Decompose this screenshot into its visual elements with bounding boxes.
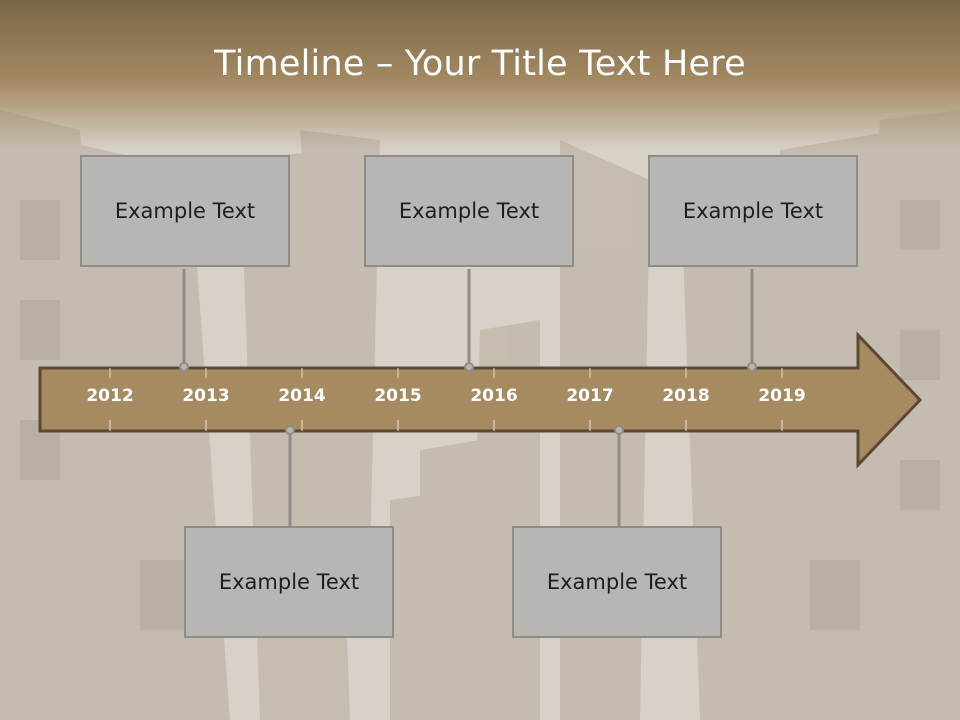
year-label: 2013 (182, 386, 230, 406)
event-box-bottom-1[interactable]: Example Text (184, 526, 394, 638)
connector-dots (179, 362, 757, 435)
event-box-top-3[interactable]: Example Text (648, 155, 858, 267)
connector-dot (464, 362, 474, 372)
year-ticks (109, 368, 783, 431)
connectors (182, 269, 754, 526)
year-label: 2018 (662, 386, 710, 406)
connector-dot (285, 425, 295, 435)
year-label: 2012 (86, 386, 134, 406)
year-label: 2017 (566, 386, 614, 406)
connector-dot (614, 425, 624, 435)
event-box-top-2[interactable]: Example Text (364, 155, 574, 267)
year-label: 2015 (374, 386, 422, 406)
slide-title: Timeline – Your Title Text Here (214, 44, 746, 84)
year-label: 2016 (470, 386, 518, 406)
timeline-arrow (38, 331, 923, 469)
year-label: 2014 (278, 386, 326, 406)
event-box-top-1[interactable]: Example Text (80, 155, 290, 267)
year-label: 2019 (758, 386, 806, 406)
event-box-bottom-2[interactable]: Example Text (512, 526, 722, 638)
connector-dot (747, 362, 757, 372)
connector-dot (179, 362, 189, 372)
